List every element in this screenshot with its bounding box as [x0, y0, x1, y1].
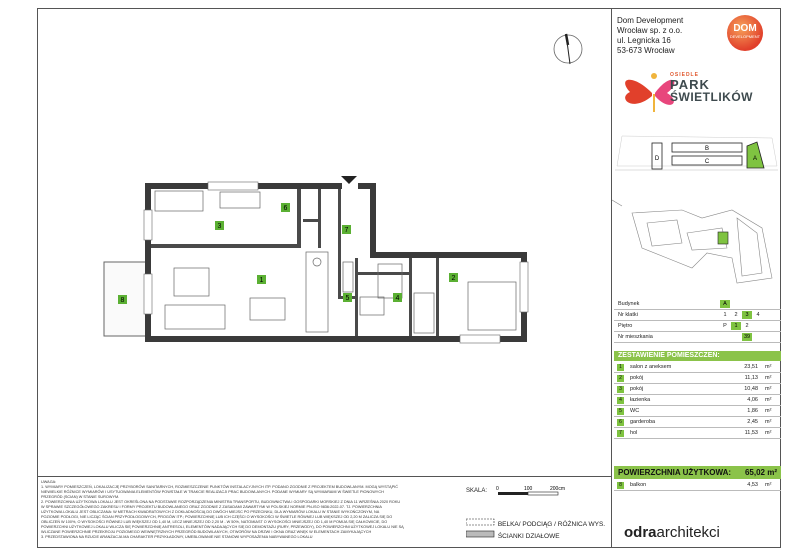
floor-plan: 1 2 3 4 5 6 7 8	[103, 33, 583, 344]
room-label-5: 5	[346, 295, 350, 302]
svg-text:D: D	[655, 156, 660, 162]
sheet-divider-horizontal	[37, 476, 611, 477]
company-street: ul. Legnicka 16	[617, 36, 671, 45]
legend-partition: ŚCIANKI DZIAŁOWE	[465, 530, 560, 540]
company-name: Dom Development	[617, 16, 684, 25]
room-label-1: 1	[260, 277, 264, 284]
room-label-2: 2	[452, 275, 456, 282]
developer-address: Dom Development Wrocław sp. z o.o. ul. L…	[617, 16, 683, 56]
room-label-4: 4	[396, 295, 400, 302]
legend-beam-icon	[465, 518, 495, 526]
legend-beam: BELKA/ PODCIĄG / RÓŻNICA WYS.	[465, 518, 605, 528]
firefly-logo-icon	[625, 73, 675, 112]
svg-text:C: C	[705, 159, 710, 165]
apartment-number-row: Nr mieszkania 39	[614, 332, 781, 343]
north-arrow-icon	[553, 33, 583, 65]
scale-bar-graphic: 0 100 200cm	[496, 486, 565, 496]
room-label-3: 3	[218, 223, 222, 230]
windows	[143, 181, 529, 344]
sheet-divider-vertical	[611, 8, 612, 548]
floor-location-plan	[612, 199, 773, 284]
svg-text:200cm: 200cm	[550, 486, 565, 492]
rooms-summary-title: ZESTAWIENIE POMIESZCZEŃ:	[614, 351, 781, 361]
company-legal: Wrocław sp. z o.o.	[617, 26, 683, 35]
furniture	[154, 190, 517, 334]
svg-text:A: A	[753, 156, 757, 162]
legend-partition-icon	[465, 530, 495, 538]
room-labels: 1 2 3 4 5 6 7 8	[118, 203, 458, 304]
sheet-frame	[37, 8, 781, 548]
scale-bar: SKALA: 0 100 200cm	[466, 486, 565, 496]
svg-text:100: 100	[524, 486, 533, 492]
svg-text:0: 0	[496, 486, 499, 492]
company-city: 53-673 Wrocław	[617, 46, 675, 55]
architect-logo: odraarchitekci	[624, 524, 720, 541]
park-logo-text: OSIEDLE PARK ŚWIETLIKÓW	[670, 72, 753, 104]
room-label-7: 7	[345, 227, 349, 234]
svg-text:B: B	[705, 146, 709, 152]
room-label-6: 6	[284, 205, 288, 212]
disclaimer-notes: UWAGA: 1. WYMIARY POMIESZCZEŃ, LOKALIZAC…	[41, 480, 404, 539]
building-key-plan: D B C A	[615, 135, 778, 171]
total-usable-area: POWIERZCHNIA UŻYTKOWA: 65,02 m²	[614, 466, 781, 479]
outer-walls	[145, 183, 527, 342]
room-label-8: 8	[121, 297, 125, 304]
entrance-arrow-icon	[341, 176, 357, 184]
dom-development-logo: DOM DEVELOPMENT	[727, 15, 763, 51]
building-row: Budynek A	[614, 299, 781, 310]
